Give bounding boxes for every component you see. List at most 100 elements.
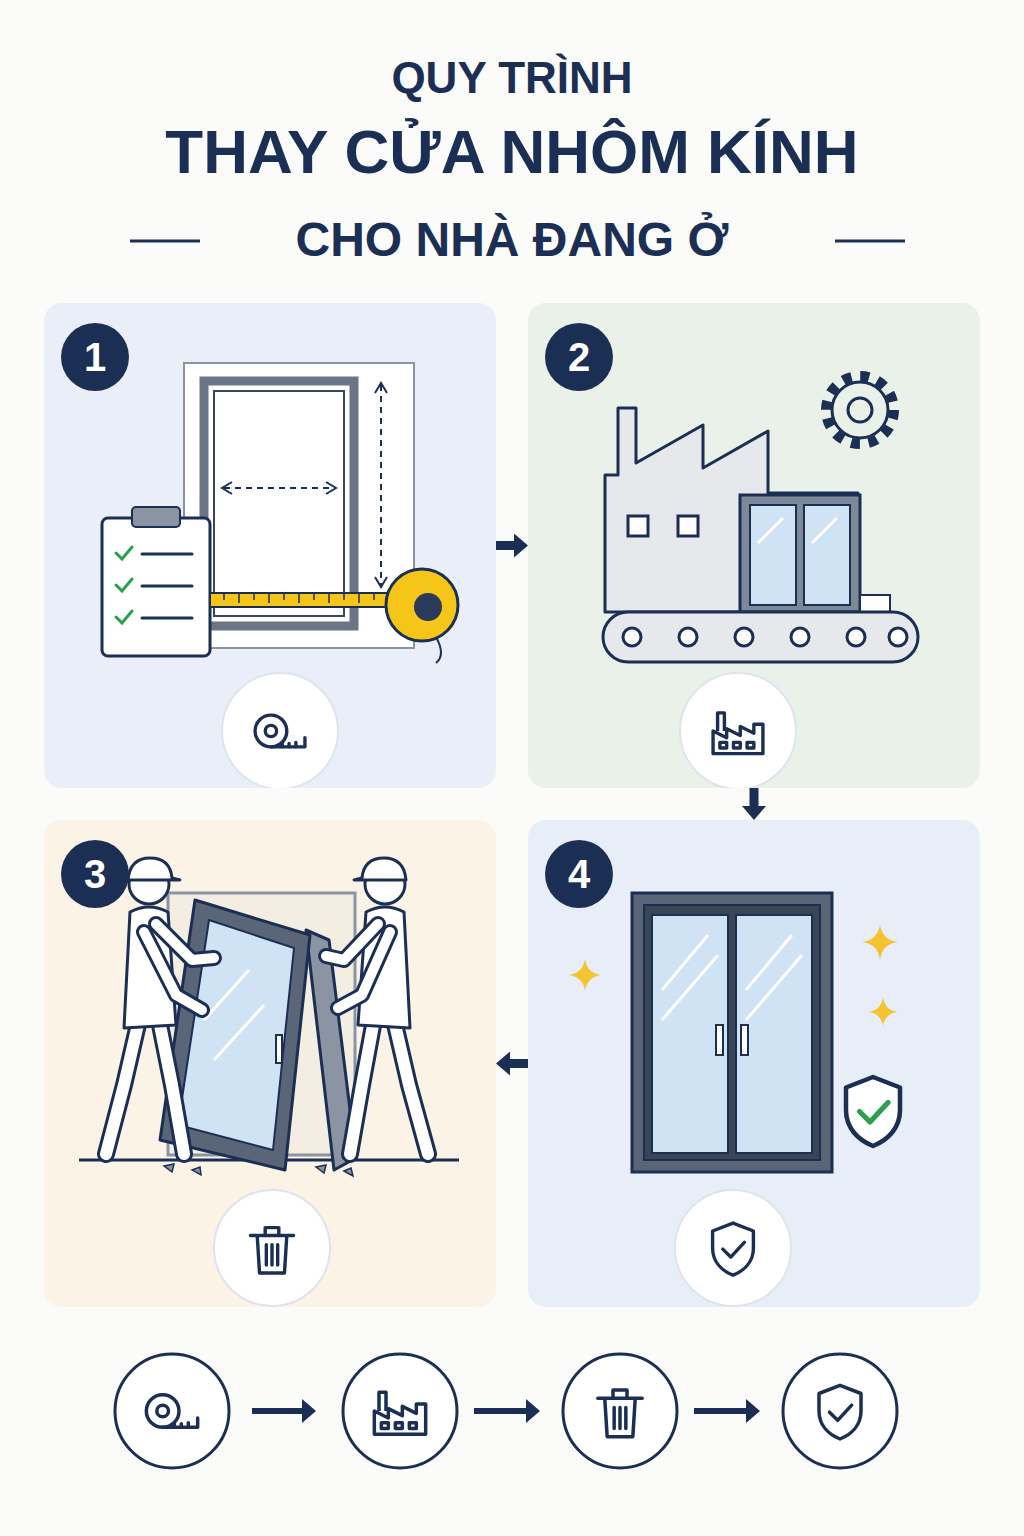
door-opening: [214, 391, 344, 616]
old-door: [160, 900, 356, 1170]
conveyor: [791, 628, 809, 646]
old-door: [276, 1035, 282, 1063]
warranty-shield: [846, 1077, 900, 1146]
step-icon: [680, 673, 796, 788]
door-opening: [184, 363, 414, 648]
summary-circle: [563, 1354, 677, 1468]
summary-circle: [115, 1354, 229, 1468]
subtitle-text: CHO NHÀ ĐANG Ở: [296, 213, 729, 266]
gear: [826, 376, 894, 444]
clipboard: [116, 547, 132, 559]
summary-arrow: [474, 1408, 526, 1414]
window-product: [758, 518, 837, 543]
worker: [338, 932, 390, 1008]
step-icon: [214, 1190, 330, 1306]
clipboard: [132, 507, 180, 527]
new-door: [736, 915, 812, 1153]
clipboard: [142, 553, 192, 556]
step-panel: 4: [528, 820, 980, 1307]
step-icon: [255, 715, 305, 747]
number-badge: 4: [545, 840, 613, 908]
step-icon: [713, 713, 763, 754]
conveyor: [623, 628, 907, 646]
subtitle: CHO NHÀ ĐANG Ở: [0, 214, 1024, 267]
worker: [156, 924, 214, 960]
summary-icon: [146, 1395, 197, 1428]
title: QUY TRÌNH: [0, 54, 1024, 102]
number-badge: 1: [61, 323, 129, 391]
worker: [106, 1020, 428, 1154]
window-product: [804, 505, 850, 605]
summary-arrow: [694, 1408, 746, 1414]
worker: [106, 1020, 428, 1154]
tape-measure: [386, 569, 458, 641]
tape-measure: [210, 569, 458, 663]
conveyor: [603, 612, 918, 662]
new-door: [644, 905, 820, 1160]
factory-building: [605, 408, 858, 612]
flow-arrow: [750, 788, 759, 806]
new-door: [632, 893, 832, 1172]
subtitle-text: THAY CỬA NHÔM KÍNH: [165, 117, 858, 186]
ground: [316, 1165, 326, 1173]
summary-circle: [343, 1354, 457, 1468]
ground: [164, 1164, 353, 1176]
dimension-line: [222, 383, 387, 587]
flow-arrow: [496, 541, 514, 550]
summary-circle: [783, 1354, 897, 1468]
ground: [192, 1167, 201, 1175]
worker: [350, 1020, 374, 1154]
worker: [394, 1020, 428, 1154]
worker: [128, 858, 180, 880]
step-icon: [675, 1190, 791, 1306]
number-badge: 2: [545, 323, 613, 391]
gear: [848, 398, 872, 422]
step-panel: 2: [528, 303, 980, 788]
clipboard: [142, 617, 192, 620]
worker: [106, 858, 428, 1154]
worker: [156, 924, 214, 960]
summary-circle: [115, 1354, 897, 1468]
worker: [144, 924, 390, 1010]
dimension-line: [375, 383, 387, 587]
title-dash: [835, 240, 905, 243]
factory-building: [628, 516, 648, 536]
factory-building: [605, 408, 858, 612]
title-text: QUY TRÌNH: [391, 53, 632, 102]
conveyor: [847, 628, 865, 646]
window-product: [740, 495, 890, 612]
summary-arrow: [252, 1408, 302, 1414]
conveyor: [889, 628, 907, 646]
step-icon: [250, 1228, 293, 1273]
sparkle: [869, 998, 897, 1026]
worker: [106, 1020, 139, 1154]
dimension-line: [222, 482, 336, 494]
summary-arrow: [252, 1408, 746, 1414]
worker: [144, 932, 202, 1010]
worker: [159, 1020, 184, 1154]
door-opening: [184, 363, 414, 648]
step-icon: [675, 1190, 791, 1306]
worker: [326, 924, 378, 960]
worker: [350, 1020, 374, 1154]
window-product: [750, 505, 796, 605]
summary-icon: [598, 1390, 642, 1437]
clipboard: [102, 507, 210, 656]
summary-icon: [146, 1385, 861, 1439]
subtitle: THAY CỬA NHÔM KÍNH: [0, 118, 1024, 186]
new-door: [632, 893, 832, 1172]
new-door: [652, 915, 728, 1153]
step-icon: [713, 1223, 754, 1275]
ground: [344, 1168, 353, 1176]
clipboard: [102, 518, 210, 656]
worker: [106, 1020, 139, 1154]
step-icon: [222, 673, 338, 788]
summary-icon: [819, 1385, 861, 1439]
sparkle: [862, 924, 898, 960]
warranty-shield: [846, 1077, 900, 1146]
window-product: [860, 595, 890, 612]
conveyor: [603, 612, 918, 662]
step-icon: [214, 1190, 330, 1306]
step-number: 2: [568, 337, 590, 377]
